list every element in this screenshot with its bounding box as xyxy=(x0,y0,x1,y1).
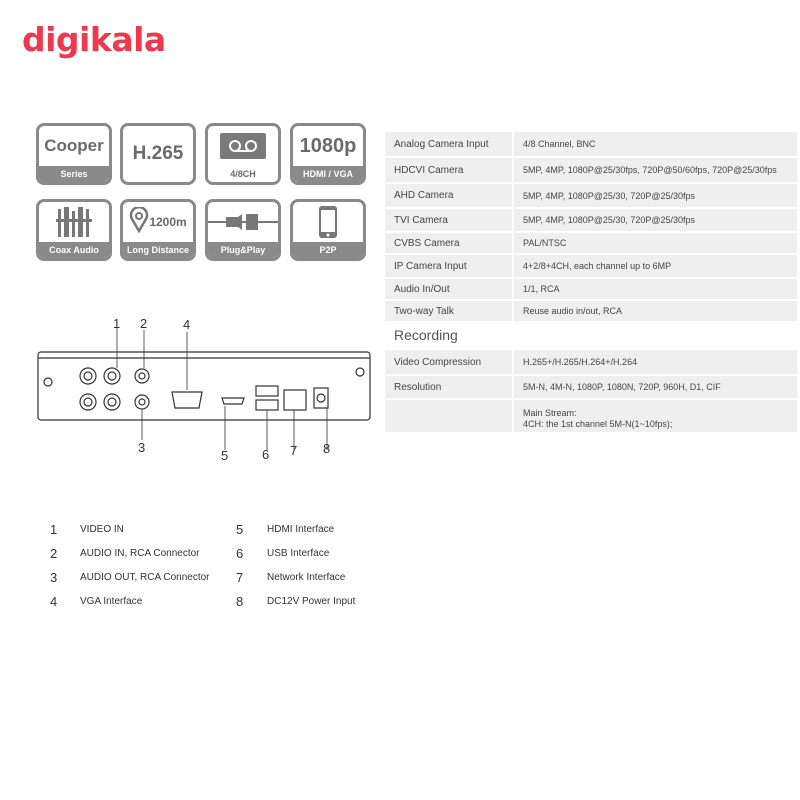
badge-channels: 4/8CH xyxy=(205,123,281,185)
legend-text: AUDIO IN, RCA Connector xyxy=(80,548,200,559)
rca-ports xyxy=(134,368,150,410)
legend-number: 4 xyxy=(50,594,58,609)
callout-2: 2 xyxy=(140,316,147,331)
callout-7: 7 xyxy=(290,443,297,458)
badge-title: 1200m xyxy=(149,215,187,229)
coax-icon xyxy=(39,202,109,242)
badge-caption: HDMI / VGA xyxy=(293,166,363,182)
callout-3: 3 xyxy=(138,440,145,455)
badge-caption: Series xyxy=(39,166,109,182)
badge-title-area: 1200m xyxy=(123,202,193,242)
legend-text: VGA Interface xyxy=(80,596,143,607)
badge-caption: P2P xyxy=(293,242,363,258)
legend-number: 5 xyxy=(236,522,244,537)
spec-label: AHD Camera xyxy=(385,184,512,207)
spec-row: Main Stream:4CH: the 1st channel 5M-N(1~… xyxy=(385,400,797,432)
legend-text: AUDIO OUT, RCA Connector xyxy=(80,572,210,583)
spec-value-line: Main Stream: xyxy=(523,408,577,418)
digikala-logo: digikala xyxy=(22,20,166,59)
phone-icon xyxy=(293,202,363,242)
spec-label xyxy=(385,400,512,432)
badge-title: 1080p xyxy=(299,134,357,157)
spec-value: Main Stream:4CH: the 1st channel 5M-N(1~… xyxy=(514,400,797,432)
spec-value: 5MP, 4MP, 1080P@25/30fps, 720P@50/60fps,… xyxy=(514,158,797,182)
legend-number: 2 xyxy=(50,546,58,561)
spec-label: Video Compression xyxy=(385,350,512,374)
legend-text: USB Interface xyxy=(267,548,330,559)
callout-4: 4 xyxy=(183,317,190,332)
power-port xyxy=(313,387,329,409)
spec-value: PAL/NTSC xyxy=(514,233,797,253)
legend-number: 6 xyxy=(236,546,244,561)
callout-6: 6 xyxy=(262,447,269,462)
legend-number: 7 xyxy=(236,570,244,585)
spec-label: Audio In/Out xyxy=(385,279,512,299)
spec-value: 4/8 Channel, BNC xyxy=(514,132,797,156)
spec-label: HDCVI Camera xyxy=(385,158,512,182)
spec-label: CVBS Camera xyxy=(385,233,512,253)
lan-port xyxy=(283,389,307,411)
spec-value-line: 4CH: the 1st channel 5M-N(1~10fps); xyxy=(523,419,673,429)
cassette-icon xyxy=(208,126,278,166)
hdmi-port xyxy=(221,397,245,405)
spec-label: TVI Camera xyxy=(385,209,512,231)
legend-text: DC12V Power Input xyxy=(267,596,356,607)
badge-h265: H.265 xyxy=(120,123,196,185)
badge-plug-play: Plug&Play xyxy=(205,199,281,261)
spec-value: H.265+/H.265/H.264+/H.264 xyxy=(514,350,797,374)
spec-value: 5MP, 4MP, 1080P@25/30, 720P@25/30fps xyxy=(514,209,797,231)
spec-label: Two-way Talk xyxy=(385,301,512,321)
chassis xyxy=(37,351,371,421)
callout-5: 5 xyxy=(221,448,228,463)
badge-coax-audio: Coax Audio xyxy=(36,199,112,261)
bnc-ports xyxy=(79,367,121,411)
legend-text: VIDEO IN xyxy=(80,524,124,535)
badge-caption: 4/8CH xyxy=(208,166,278,182)
usb-port xyxy=(255,385,279,397)
badge-caption: Plug&Play xyxy=(208,242,278,258)
spec-value: 4+2/8+4CH, each channel up to 6MP xyxy=(514,255,797,277)
legend-number: 1 xyxy=(50,522,58,537)
legend-text: HDMI Interface xyxy=(267,524,335,535)
callout-8: 8 xyxy=(323,441,330,456)
spec-value: 5MP, 4MP, 1080P@25/30, 720P@25/30fps xyxy=(514,184,797,207)
plug-icon xyxy=(208,202,278,242)
spec-value: 5M-N, 4M-N, 1080P, 1080N, 720P, 960H, D1… xyxy=(514,376,797,398)
spec-value: 1/1, RCA xyxy=(514,279,797,299)
dvr-rear-panel-diagram: 1 2 3 4 5 6 7 8 xyxy=(37,316,371,463)
spec-label: Resolution xyxy=(385,376,512,398)
recording-heading: Recording xyxy=(394,327,458,343)
vga-port xyxy=(171,391,203,409)
spec-label: Analog Camera Input xyxy=(385,132,512,156)
location-pin-icon xyxy=(129,205,149,238)
spec-label: IP Camera Input xyxy=(385,255,512,277)
badge-caption: Long Distance xyxy=(123,242,193,258)
legend-number: 3 xyxy=(50,570,58,585)
callout-1: 1 xyxy=(113,316,120,331)
badge-caption: Coax Audio xyxy=(39,242,109,258)
badge-title: Cooper xyxy=(44,136,104,155)
badge-p2p: P2P xyxy=(290,199,366,261)
legend-number: 8 xyxy=(236,594,244,609)
spec-value: Reuse audio in/out, RCA xyxy=(514,301,797,321)
legend-text: Network Interface xyxy=(267,572,346,583)
badge-title: H.265 xyxy=(132,143,184,164)
